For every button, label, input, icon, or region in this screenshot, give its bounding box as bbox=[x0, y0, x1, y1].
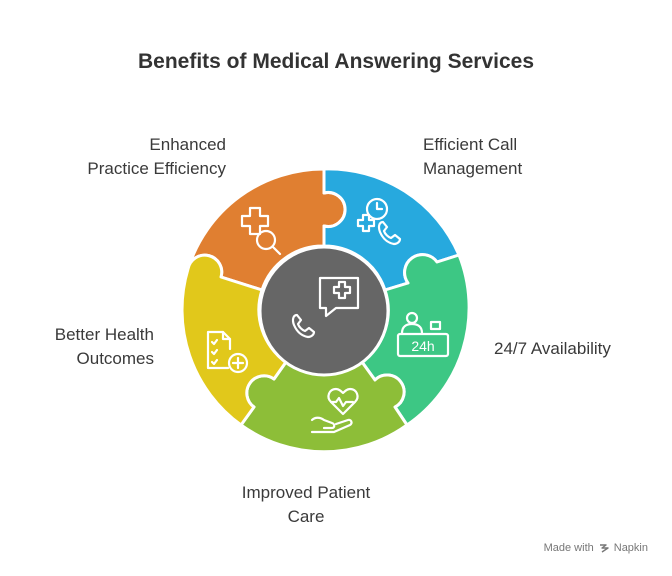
diagram-title: Benefits of Medical Answering Services bbox=[137, 50, 535, 73]
label-better-health-outcomes: Better Health Outcomes bbox=[54, 325, 154, 368]
checklist-plus-icon bbox=[206, 330, 249, 374]
label-efficient-call-management: Efficient Call Management bbox=[423, 135, 523, 178]
label-improved-patient-care: Improved Patient Care bbox=[241, 483, 371, 526]
reception-24h-icon bbox=[396, 311, 450, 358]
made-with-text: Made with bbox=[543, 542, 594, 554]
clock-phone-icon bbox=[356, 197, 402, 246]
napkin-logo-icon bbox=[599, 544, 609, 553]
heart-hand-icon bbox=[310, 387, 359, 434]
availability-24h-text: 24h bbox=[411, 338, 434, 354]
phone-medical-chat-icon bbox=[291, 276, 360, 339]
made-with-footer[interactable]: Made with Napkin bbox=[544, 542, 648, 554]
label-enhanced-practice-efficiency: Enhanced Practice Efficiency bbox=[87, 135, 226, 178]
label-24-7-availability: 24/7 Availability bbox=[494, 339, 611, 358]
medical-search-icon bbox=[240, 206, 282, 256]
center-hub bbox=[258, 245, 390, 377]
napkin-brand-text: Napkin bbox=[613, 542, 648, 554]
